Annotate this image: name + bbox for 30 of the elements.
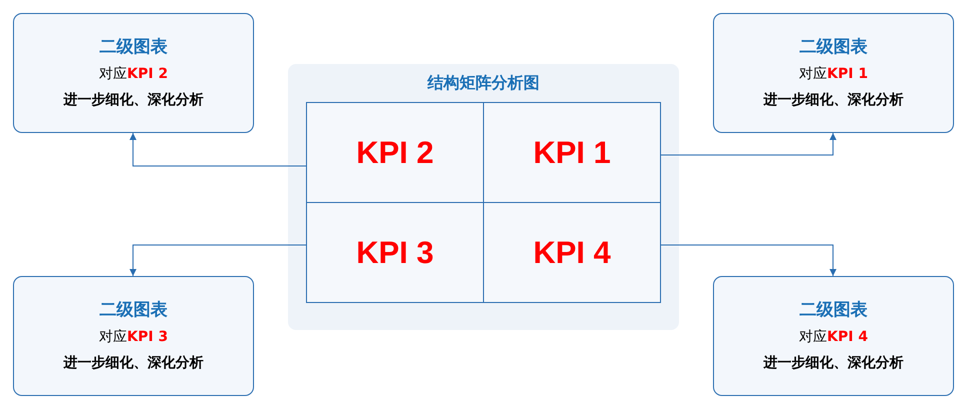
matrix-cell	[306, 202, 484, 303]
box-heading: 二级图表	[800, 300, 868, 320]
arrow	[660, 244, 836, 276]
box-text: 进一步细化、深化分析	[764, 355, 904, 372]
chart-box	[13, 276, 254, 396]
box-text: 对应KPI 4	[799, 329, 868, 346]
chart-box	[13, 13, 254, 133]
cell-label: KPI 2	[356, 134, 434, 172]
arrow	[130, 132, 306, 166]
chart-box	[713, 13, 954, 133]
cell-label: KPI 4	[533, 234, 611, 272]
matrix-cell	[306, 102, 484, 203]
matrix-panel	[288, 64, 679, 330]
arrow	[660, 132, 836, 156]
box-text: 进一步细化、深化分析	[764, 92, 904, 109]
box-heading: 二级图表	[100, 37, 168, 58]
box-text: 进一步细化、深化分析	[64, 92, 204, 109]
chart-box	[713, 276, 954, 396]
matrix-cell	[483, 202, 661, 303]
cell-label: KPI 1	[533, 134, 611, 172]
matrix-cell	[483, 102, 661, 203]
box-text: 对应KPI 2	[99, 66, 168, 84]
box-heading: 二级图表	[800, 37, 868, 58]
box-text: 对应KPI 1	[799, 66, 868, 84]
cell-label: KPI 3	[356, 234, 434, 272]
arrow	[130, 244, 306, 276]
panel-title: 结构矩阵分析图	[426, 73, 540, 92]
box-text: 对应KPI 3	[99, 329, 168, 346]
box-heading: 二级图表	[100, 300, 168, 320]
box-text: 进一步细化、深化分析	[64, 355, 204, 372]
